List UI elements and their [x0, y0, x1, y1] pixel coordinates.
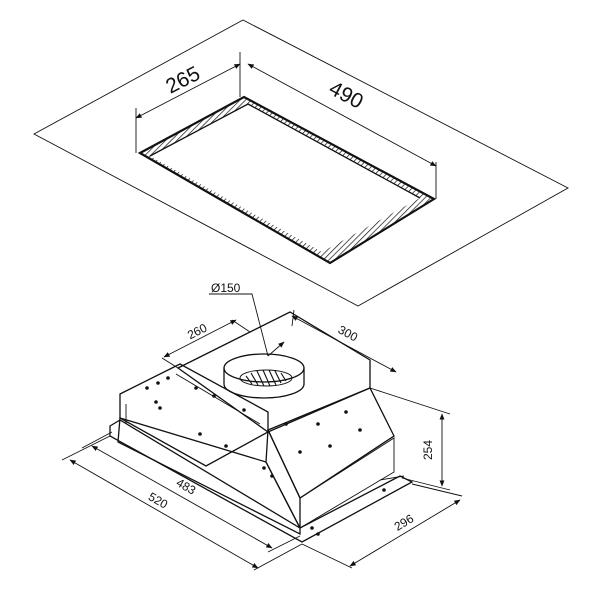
screw-hole [212, 394, 216, 398]
screw-hole [224, 444, 228, 448]
extension-line [253, 543, 303, 571]
screw-hole [145, 386, 149, 390]
top-depth-dimension: 260 [161, 319, 251, 369]
hood-right-edge [299, 437, 395, 529]
screw-hole [284, 422, 288, 426]
extension-line [81, 431, 113, 449]
damper-grille [245, 369, 287, 387]
extension-line [411, 483, 463, 497]
screw-hole [344, 410, 348, 414]
screw-hole [154, 400, 158, 404]
leader-line [209, 293, 269, 357]
screw-hole [262, 466, 266, 470]
ceiling-outline [33, 19, 569, 307]
cutout-opening [137, 95, 437, 265]
screw-hole [310, 526, 314, 530]
extension-line [369, 387, 451, 415]
extension-line [301, 543, 353, 569]
extension-line [291, 309, 295, 327]
screw-hole [158, 406, 162, 410]
hood-front-slope [267, 387, 395, 499]
screw-hole [358, 428, 362, 432]
screw-hole [198, 432, 202, 436]
hood-top-rib [175, 373, 261, 425]
screw-hole [382, 488, 386, 492]
screw-holes [145, 376, 386, 536]
overall-width-label: 520 [146, 489, 171, 511]
cutout-length-label: 490 [325, 77, 367, 114]
dimension-line [91, 445, 273, 549]
hood-unit [109, 311, 414, 543]
hood-top-deck [176, 311, 371, 433]
collar-damper [239, 369, 293, 387]
dimension-line [135, 63, 241, 119]
exhaust-collar [223, 353, 305, 399]
cutout-inner-fill [150, 104, 420, 252]
dimension-line [349, 499, 461, 567]
screw-hole [270, 474, 274, 478]
dimension-line [247, 63, 437, 167]
screw-hole [316, 532, 320, 536]
leader-arrow [267, 341, 285, 357]
extension-line [401, 477, 451, 491]
duct-diameter-label: Ø150 [211, 281, 241, 295]
ceiling-panel [33, 19, 569, 307]
hood-front-face [265, 429, 301, 529]
top-depth-label: 260 [185, 321, 209, 343]
cutout-width-label: 265 [162, 62, 204, 98]
screw-hole [194, 386, 198, 390]
dimension-line [69, 459, 259, 569]
screw-hole [298, 450, 302, 454]
dimension-line [163, 319, 237, 358]
depth-dimension: 296 [301, 483, 463, 569]
depth-label: 296 [392, 511, 417, 533]
extension-line [231, 319, 251, 333]
screw-hole [166, 376, 170, 380]
dimension-line [291, 315, 397, 373]
screw-hole [316, 422, 320, 426]
screw-hole [328, 444, 332, 448]
extension-line [61, 435, 111, 461]
top-width-dimension: 300 [291, 309, 397, 373]
extension-line [267, 535, 301, 553]
hood-flange-slot [379, 475, 405, 481]
extension-line [161, 357, 179, 369]
duct-diameter-callout: Ø150 [209, 281, 285, 357]
height-label: 254 [421, 440, 435, 460]
screw-hole [156, 381, 160, 385]
screw-hole [242, 408, 246, 412]
collar-body [223, 368, 305, 399]
height-dimension: 254 [369, 387, 451, 491]
